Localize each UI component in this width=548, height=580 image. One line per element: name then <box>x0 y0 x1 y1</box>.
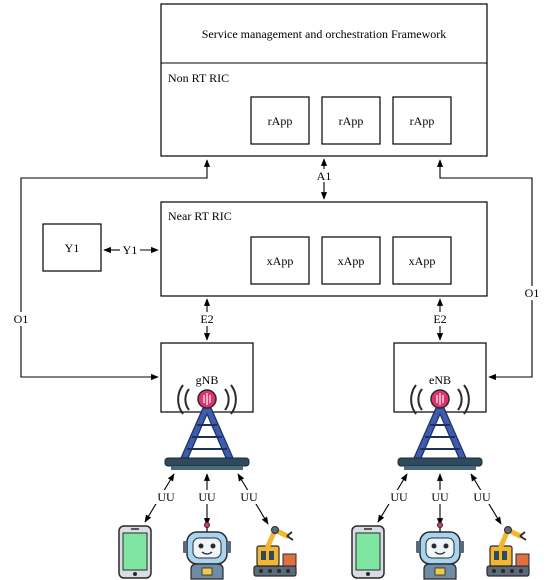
svg-text:rApp: rApp <box>268 114 293 128</box>
non-rt-ric-title: Non RT RIC <box>168 71 229 85</box>
y1-interface-label: Y1 <box>123 243 138 257</box>
svg-text:UU: UU <box>390 490 408 504</box>
industrial-robot-arm-icon <box>486 526 530 577</box>
rapp-box: rApp <box>321 96 381 145</box>
svg-text:rApp: rApp <box>339 114 364 128</box>
enb-label: eNB <box>429 373 451 387</box>
e2-left-interface: E2 <box>200 298 214 341</box>
svg-text:xApp: xApp <box>267 254 294 268</box>
gnb-label: gNB <box>196 373 219 387</box>
ai-robot-icon <box>183 522 231 580</box>
o1-right-interface: O1 <box>436 159 540 381</box>
xapp-box: xApp <box>321 236 381 285</box>
e2-right-label: E2 <box>433 312 446 326</box>
svg-text:xApp: xApp <box>338 254 365 268</box>
smartphone-icon <box>351 525 385 579</box>
o1-left-label: O1 <box>14 312 29 326</box>
svg-text:xApp: xApp <box>409 254 436 268</box>
svg-text:UU: UU <box>157 490 175 504</box>
near-rt-ric-box: Near RT RIC xApp xApp xApp <box>160 201 488 297</box>
rapp-box: rApp <box>250 96 310 145</box>
uu-link: UU <box>470 473 502 525</box>
xapp-box: xApp <box>250 236 310 285</box>
uu-link: UU <box>195 473 219 526</box>
svg-text:UU: UU <box>431 490 449 504</box>
industrial-robot-arm-icon <box>253 526 297 577</box>
non-rt-ric-section: Non RT RIC rApp rApp rApp <box>168 71 452 145</box>
svg-text:UU: UU <box>240 490 258 504</box>
a1-label: A1 <box>317 169 332 183</box>
uu-link: UU <box>428 473 452 526</box>
e2-left-label: E2 <box>200 312 213 326</box>
y1-box: Y1 <box>42 223 102 272</box>
ai-robot-icon <box>416 522 464 580</box>
near-rt-ric-title: Near RT RIC <box>168 209 232 223</box>
radio-tower-icon <box>397 384 483 470</box>
o1-left-interface: O1 <box>14 159 211 381</box>
radio-tower-icon <box>164 384 250 470</box>
e2-right-interface: E2 <box>433 298 447 341</box>
svg-text:Y1: Y1 <box>65 241 80 255</box>
a1-interface: A1 <box>317 158 332 200</box>
uu-link: UU <box>144 473 178 523</box>
svg-text:UU: UU <box>198 490 216 504</box>
svg-text:rApp: rApp <box>410 114 435 128</box>
svg-text:UU: UU <box>473 490 491 504</box>
uu-link: UU <box>237 473 269 525</box>
o1-right-label: O1 <box>525 286 540 300</box>
smartphone-icon <box>118 525 152 579</box>
y1-interface: Y1 <box>103 243 159 257</box>
rapp-box: rApp <box>392 96 452 145</box>
uu-link: UU <box>377 473 411 523</box>
smo-framework-title: Service management and orchestration Fra… <box>202 27 447 41</box>
xapp-box: xApp <box>392 236 452 285</box>
